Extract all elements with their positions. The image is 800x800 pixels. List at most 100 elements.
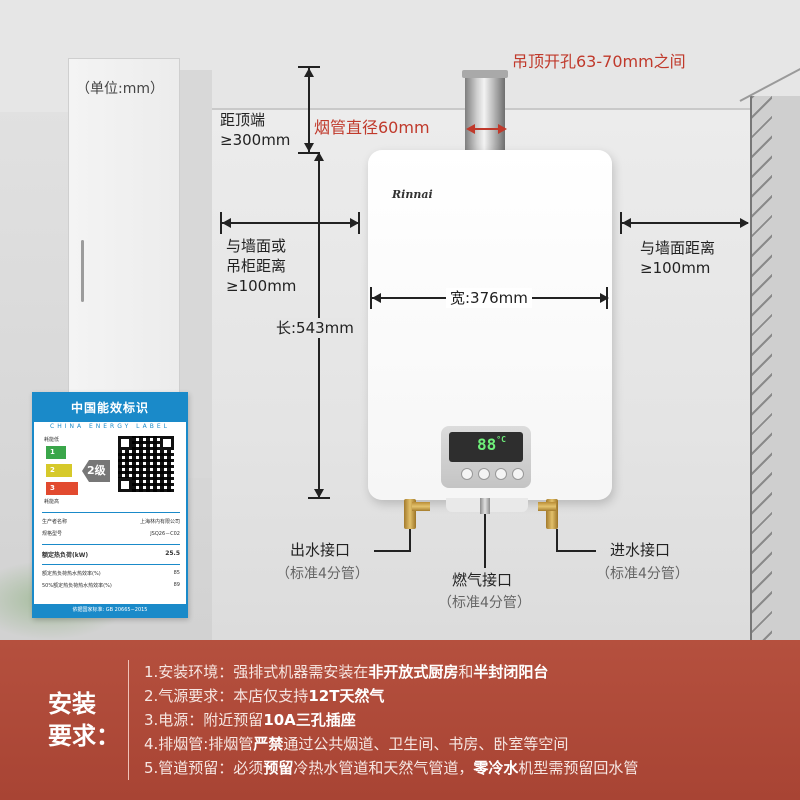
dim-tick [298, 152, 320, 154]
inlet-leader [556, 529, 558, 551]
level-bar-1: 1 [46, 446, 66, 459]
eff1-value: 85 [173, 570, 180, 576]
energy-label-subtitle: CHINA ENERGY LABEL [50, 423, 170, 430]
inlet-leader [556, 550, 596, 552]
arrow-right-icon [600, 293, 609, 303]
requirement-item: 5.管道预留：必须预留冷热水管道和天然气管道，零冷水机型需预留回水管 [144, 758, 638, 778]
req-emphasis: 半封闭阳台 [473, 663, 549, 681]
width-label: 宽:376mm [446, 288, 532, 308]
req-emphasis: 零冷水 [473, 759, 519, 777]
card-divider [42, 564, 180, 565]
energy-label-footer: 依据国家标准: GB 20665−2015 [34, 604, 186, 616]
arrow-left-icon [372, 293, 381, 303]
left-clearance-label-3: ≥100mm [226, 277, 297, 295]
red-arrow-left-icon [466, 124, 475, 134]
model-key: 规格型号 [42, 531, 63, 537]
level-bar-3: 3 [46, 482, 78, 495]
req-emphasis: 严禁 [253, 735, 284, 753]
req-text: 通过公共烟道、卫生间、书房、卧室等空间 [283, 735, 569, 753]
requirement-item: 1.安装环境：强排式机器需安装在非开放式厨房和半封闭阳台 [144, 662, 548, 682]
wall-hatch [750, 96, 772, 640]
eff2-key: 50%额定热负荷热水热效率(%) [42, 583, 112, 589]
eff1-row: 额定热负荷热水热效率(%) 85 [42, 570, 180, 577]
dim-tick [370, 287, 372, 309]
dim-tick [620, 212, 622, 234]
level-bottom-text: 耗能高 [44, 499, 60, 505]
req-emphasis: 10A三孔插座 [263, 711, 356, 729]
arrow-down-icon [314, 489, 324, 498]
req-text: 4.排烟管:排烟管 [144, 735, 254, 753]
energy-label-title: 中国能效标识 [34, 394, 186, 422]
inlet-spec: （标准4分管） [596, 566, 689, 582]
red-arrow-right-icon [498, 124, 507, 134]
left-clearance-label-1: 与墙面或 [226, 237, 287, 255]
outlet-spec: （标准4分管） [276, 566, 369, 582]
panel-button [512, 468, 524, 480]
eff2-value: 89 [173, 582, 180, 588]
eff1-key: 额定热负荷热水热效率(%) [42, 571, 101, 577]
right-clearance-line [622, 222, 748, 224]
right-clearance-label-1: 与墙面距离 [640, 239, 716, 257]
model-value: JSQ26－C02 [150, 531, 180, 537]
load-value: 25.5 [165, 550, 180, 557]
arrow-up-icon [304, 68, 314, 77]
cabinet-handle [81, 240, 84, 302]
arrow-right-icon [740, 218, 749, 228]
top-clearance-line [308, 68, 310, 152]
arrow-up-icon [314, 152, 324, 161]
req-text: 2.气源要求：本店仅支持 [144, 687, 309, 705]
arrow-left-icon [622, 218, 631, 228]
top-clearance-label-1: 距顶端 [220, 111, 266, 129]
gas-leader [484, 514, 486, 568]
card-divider [42, 512, 180, 513]
requirement-item: 2.气源要求：本店仅支持12T天然气 [144, 686, 384, 706]
gas-spec: （标准4分管） [438, 595, 531, 611]
length-label: 长:543mm [276, 318, 354, 338]
req-text: 和 [458, 663, 474, 681]
arrow-right-icon [350, 218, 359, 228]
req-emphasis: 非开放式厨房 [368, 663, 459, 681]
dim-tick [606, 287, 608, 309]
req-text: 1.安装环境：强排式机器需安装在 [144, 663, 369, 681]
requirements-title-line2: 要求： [48, 722, 120, 750]
panel-button [461, 468, 473, 480]
req-text: 5.管道预留：必须 [144, 759, 264, 777]
qr-eye [118, 436, 132, 450]
flue-dim-line [472, 128, 500, 130]
req-emphasis: 12T天然气 [308, 687, 385, 705]
arrow-down-icon [304, 143, 314, 152]
dim-tick [308, 497, 330, 499]
dim-tick [220, 212, 222, 234]
req-text: 3.电源：附近预留 [144, 711, 264, 729]
flue-pipe-cap [462, 70, 508, 78]
req-emphasis: 预留 [263, 759, 294, 777]
outlet-fitting-arm [412, 502, 430, 511]
grade-badge: 2级 [82, 460, 110, 482]
req-text: 冷热水管道和天然气管道， [293, 759, 474, 777]
dim-tick [298, 66, 320, 68]
flue-pipe [465, 72, 505, 152]
requirements-banner [0, 640, 800, 800]
panel-button [478, 468, 490, 480]
inlet-label: 进水接口 [610, 541, 671, 559]
qr-eye [118, 478, 132, 492]
qr-eye [160, 436, 174, 450]
outlet-label: 出水接口 [290, 541, 351, 559]
flue-diameter-label: 烟管直径60mm [314, 118, 430, 137]
requirements-title: 安装 要求： [48, 688, 120, 752]
right-clearance-label-2: ≥100mm [640, 259, 711, 277]
temperature-display: 88°C [449, 432, 523, 462]
gas-fitting [480, 498, 490, 514]
inlet-fitting-arm [538, 502, 556, 511]
left-clearance-label-2: 吊柜距离 [226, 257, 287, 275]
banner-divider [128, 660, 129, 780]
panel-button [495, 468, 507, 480]
dim-tick [358, 212, 360, 234]
outlet-leader [409, 529, 411, 551]
ceiling-hole-label: 吊顶开孔63-70mm之间 [512, 52, 686, 71]
display-value: 88 [477, 435, 497, 454]
display-unit: °C [496, 435, 506, 444]
model-row: 规格型号 JSQ26－C02 [42, 530, 180, 537]
unit-note: （单位:mm） [76, 81, 164, 97]
outlet-leader [374, 550, 411, 552]
